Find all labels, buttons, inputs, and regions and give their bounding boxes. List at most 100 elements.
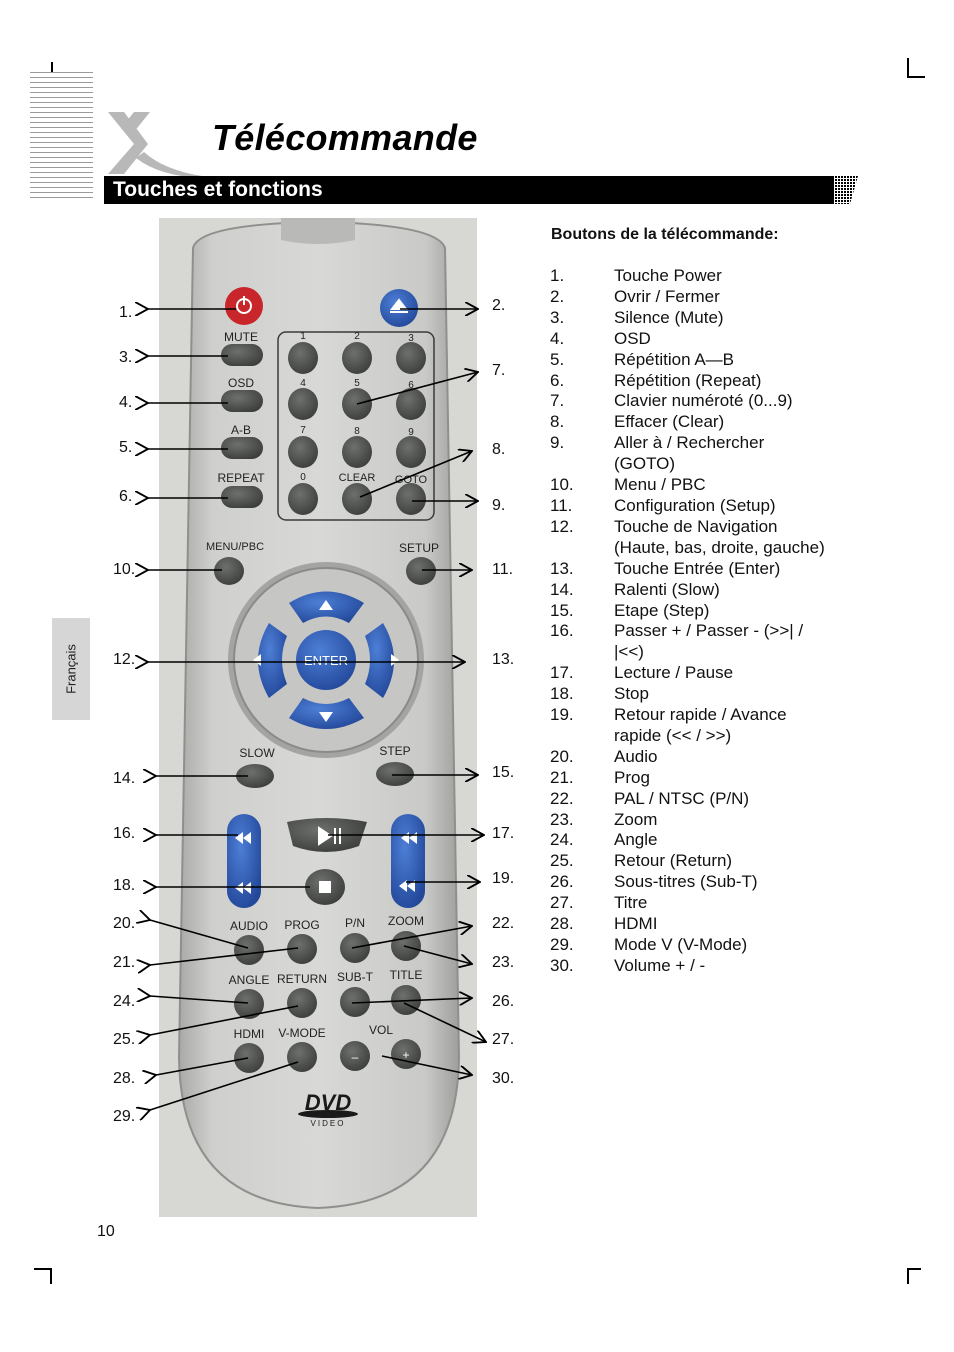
svg-text:4: 4 — [300, 378, 306, 389]
list-item: 1.Touche Power — [550, 266, 870, 287]
callout-24: 24. — [113, 993, 136, 1010]
svg-text:8: 8 — [354, 426, 360, 437]
list-item-text: Répétition A—B — [614, 349, 735, 369]
list-item-text: Répétition (Repeat) — [614, 370, 762, 390]
svg-text:0: 0 — [300, 472, 306, 483]
svg-text:CLEAR: CLEAR — [339, 472, 376, 484]
crop-mark-top-right — [907, 58, 925, 78]
list-item-number: 6. — [550, 370, 565, 390]
list-item-text: Angle — [614, 830, 658, 850]
list-item: 11. Configuration (Setup) — [550, 496, 870, 517]
section-title: Touches et fonctions — [113, 178, 323, 201]
list-item-number: 12. — [550, 516, 574, 536]
list-item-text: Stop — [614, 684, 649, 704]
svg-text:3: 3 — [408, 333, 414, 344]
list-item: 21.Prog — [550, 768, 870, 789]
callout-15: 15. — [492, 764, 515, 781]
decorative-stripes — [30, 72, 93, 200]
list-item-number: 10. — [550, 475, 574, 495]
list-item-text: Volume + / - — [614, 955, 706, 975]
list-item-text: Audio — [614, 746, 658, 766]
callout-13: 13. — [492, 651, 515, 668]
list-item-text: Ovrir / Fermer — [614, 286, 720, 306]
svg-text:9: 9 — [408, 427, 414, 438]
callout-12: 12. — [113, 651, 136, 668]
callout-10: 10. — [113, 561, 136, 578]
svg-text:RETURN: RETURN — [277, 972, 327, 986]
svg-text:+: + — [402, 1048, 409, 1062]
callout-26: 26. — [492, 993, 515, 1010]
list-item: 5.Répétition A—B — [550, 350, 870, 371]
list-item-text: Lecture / Pause — [614, 663, 734, 683]
list-item: 2. Ovrir / Fermer — [550, 287, 870, 308]
list-item: 13.Touche Entrée (Enter) — [550, 559, 870, 580]
list-item-text: Sous-titres (Sub-T) — [614, 872, 758, 892]
callout-25: 25. — [113, 1031, 136, 1048]
list-item: 28. HDMI — [550, 914, 870, 935]
list-item: 3.Silence (Mute) — [550, 308, 870, 329]
callout-30: 30. — [492, 1070, 515, 1087]
list-item-number: 24. — [550, 830, 574, 850]
list-item-number: 1. — [550, 266, 565, 285]
list-item-number: 25. — [550, 851, 574, 871]
callout-14: 14. — [113, 770, 136, 787]
list-item-number: 17. — [550, 663, 574, 683]
svg-text:MENU/PBC: MENU/PBC — [206, 541, 264, 553]
svg-text:OSD: OSD — [228, 376, 254, 390]
list-item: 9. Aller à / Rechercher (GOTO) — [550, 433, 870, 475]
svg-text:PROG: PROG — [284, 918, 319, 932]
list-item-number: 26. — [550, 872, 574, 892]
list-item-number: 7. — [550, 391, 565, 411]
list-item-text: Clavier numéroté (0...9) — [614, 391, 793, 411]
svg-text:1: 1 — [300, 331, 306, 342]
list-item-number: 20. — [550, 746, 574, 766]
callout-20: 20. — [113, 915, 136, 932]
callout-2: 2. — [492, 297, 506, 314]
crop-mark-bottom-left — [34, 1268, 52, 1284]
page-title: Télécommande — [212, 117, 478, 158]
list-item: 8. Effacer (Clear) — [550, 412, 870, 433]
svg-text:5: 5 — [354, 378, 360, 389]
list-item-number: 14. — [550, 579, 574, 599]
list-item: 14.Ralenti (Slow) — [550, 580, 870, 601]
list-item-text: Effacer (Clear) — [614, 412, 725, 432]
list-item-text: Menu / PBC — [614, 475, 706, 495]
svg-text:ANGLE: ANGLE — [229, 973, 270, 987]
callout-5: 5. — [119, 439, 133, 456]
list-item: 6. Répétition (Repeat) — [550, 371, 870, 392]
list-item-number: 28. — [550, 914, 574, 934]
crop-mark-bottom-right — [907, 1268, 921, 1284]
list-item-number: 23. — [550, 809, 574, 829]
list-item: 24. Angle — [550, 830, 870, 851]
list-item: 15.Etape (Step) — [550, 601, 870, 622]
list-item: 29.Mode V (V-Mode) — [550, 935, 870, 956]
list-item-number: 3. — [550, 307, 565, 327]
callout-11: 11. — [492, 561, 514, 578]
callout-16: 16. — [113, 825, 136, 842]
svg-text:AUDIO: AUDIO — [230, 919, 268, 933]
list-item-number: 9. — [550, 433, 565, 453]
list-item-number: 30. — [550, 955, 574, 975]
list-item-number: 11. — [550, 495, 573, 515]
list-item: 19.Retour rapide / Avance rapide (<< / >… — [550, 705, 870, 747]
list-item-text: HDMI — [614, 914, 658, 934]
list-item-text: Retour rapide / Avance rapide (<< / >>) — [614, 705, 787, 745]
callout-8: 8. — [492, 441, 506, 458]
svg-text:P/N: P/N — [345, 916, 365, 930]
list-item-text: Touche de Navigation (Haute, bas, droite… — [614, 516, 825, 557]
list-item-text: Configuration (Setup) — [614, 495, 776, 515]
callout-19: 19. — [492, 870, 515, 887]
svg-text:REPEAT: REPEAT — [217, 471, 265, 485]
list-item-number: 15. — [550, 600, 574, 620]
list-item-number: 2. — [550, 286, 565, 306]
svg-text:SLOW: SLOW — [239, 746, 275, 760]
list-item-number: 8. — [550, 412, 565, 432]
list-item: 4.OSD — [550, 329, 870, 350]
list-item-number: 22. — [550, 788, 574, 808]
callout-21: 21. — [113, 954, 136, 971]
svg-text:GOTO: GOTO — [395, 474, 428, 486]
section-header-bar — [104, 176, 834, 204]
list-item-text: Aller à / Rechercher (GOTO) — [614, 433, 765, 474]
